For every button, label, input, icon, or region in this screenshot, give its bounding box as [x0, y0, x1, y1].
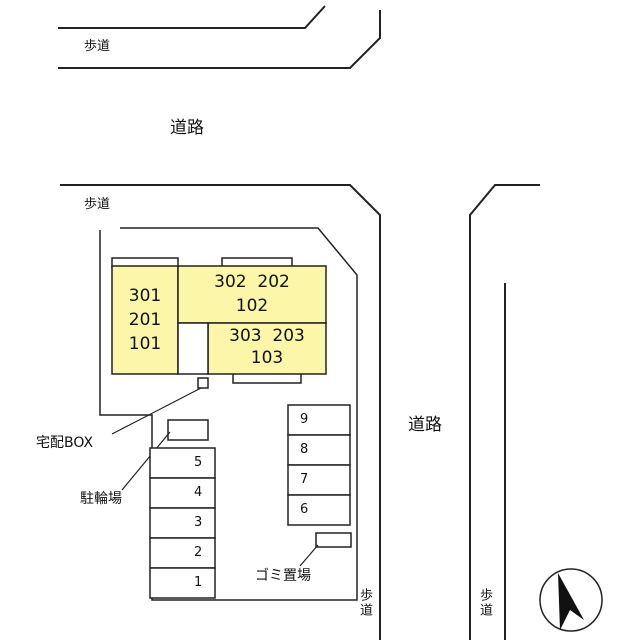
- garbage-area: [315, 532, 352, 548]
- unit-301: 301: [128, 286, 162, 306]
- slot-1: [149, 567, 216, 599]
- slot-number-7: 7: [300, 472, 309, 487]
- unit-101: 101: [128, 334, 162, 354]
- sidewalk-label-mid: 歩道: [84, 197, 111, 212]
- slot-7: [287, 464, 351, 496]
- slot-number-8: 8: [300, 442, 309, 457]
- property-road-edge: [60, 184, 381, 640]
- sidewalk-label-top: 歩道: [84, 39, 111, 54]
- slot-2: [149, 537, 216, 569]
- slot-9: [287, 404, 351, 436]
- road-label-top: 道路: [170, 118, 204, 138]
- delivery-box-label: 宅配BOX: [36, 435, 94, 451]
- slot-3: [149, 507, 216, 539]
- bicycle-parking-label: 駐輪場: [80, 491, 122, 507]
- unit-103: 103: [250, 348, 284, 368]
- garbage-leader: [299, 544, 319, 567]
- units-302-202: 302 202: [214, 272, 290, 292]
- delivery-box-leader: [111, 387, 202, 435]
- unit-102: 102: [235, 296, 269, 316]
- slot-5: [149, 447, 216, 479]
- parking-slots-group: [287, 404, 351, 526]
- slot-number-5: 5: [194, 455, 203, 470]
- delivery-box-marker: [197, 377, 209, 389]
- bicycle-parking-leader: [121, 431, 171, 491]
- slot-number-2: 2: [194, 545, 203, 560]
- unit-201: 201: [128, 310, 162, 330]
- top-road-edge-lower: [58, 10, 381, 69]
- slot-number-3: 3: [194, 515, 203, 530]
- road-label-right: 道路: [408, 415, 442, 435]
- property-boundary: [99, 227, 358, 601]
- bicycle-parking-area: [167, 419, 209, 441]
- slot-number-9: 9: [300, 412, 309, 427]
- sidewalk-label-bottom-left: 歩道: [357, 588, 372, 618]
- top-road-edge-upper: [58, 5, 326, 29]
- slot-6: [287, 494, 351, 526]
- bicycle-slots-group: [149, 447, 216, 599]
- north-arrow-icon: [539, 568, 603, 632]
- slot-number-1: 1: [194, 575, 203, 590]
- building-upper-right-block: [177, 265, 327, 324]
- slot-number-4: 4: [194, 485, 203, 500]
- slot-4: [149, 477, 216, 509]
- garbage-label: ゴミ置場: [255, 568, 311, 584]
- building-stairwell: [177, 322, 209, 375]
- slot-number-6: 6: [300, 502, 309, 517]
- sidewalk-label-bottom-right: 歩道: [477, 588, 492, 618]
- units-303-203: 303 203: [229, 326, 305, 346]
- right-road-edge: [469, 184, 540, 640]
- slot-8: [287, 434, 351, 466]
